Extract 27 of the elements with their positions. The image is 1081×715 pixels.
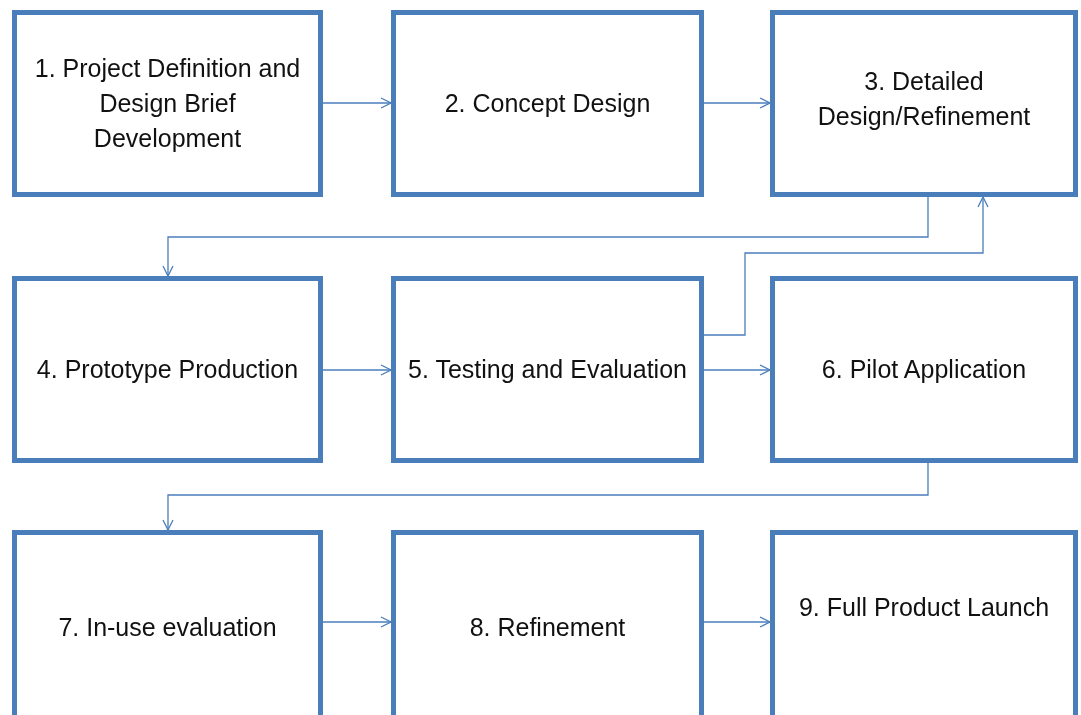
- process-box: [391, 530, 704, 715]
- process-box: [770, 10, 1078, 197]
- step-label: 2. Concept Design: [444, 88, 651, 119]
- process-box: [391, 276, 704, 463]
- process-box: [12, 10, 323, 197]
- step-label: 7. In-use evaluation: [58, 612, 277, 643]
- arrow: [322, 364, 392, 376]
- arrow: [703, 196, 989, 336]
- step-label: 3. Detailed Design/Refinement: [816, 65, 1032, 132]
- process-box: [12, 276, 323, 463]
- arrow: [703, 616, 771, 628]
- arrow: [703, 364, 771, 376]
- step-label: 5. Testing and Evaluation: [408, 354, 687, 385]
- arrow: [322, 616, 392, 628]
- arrow: [322, 97, 392, 109]
- process-box: [770, 530, 1078, 715]
- step-label: 9. Full Product Launch: [798, 592, 1050, 623]
- arrow: [703, 97, 771, 109]
- step-label: 4. Prototype Production: [36, 354, 299, 385]
- step-label: 1. Project Definition and Design Brief Development: [33, 53, 302, 154]
- arrow: [162, 196, 929, 277]
- process-box: [770, 276, 1078, 463]
- process-box: [391, 10, 704, 197]
- step-label: 8. Refinement: [469, 612, 626, 643]
- arrow: [162, 462, 929, 531]
- step-label: 6. Pilot Application: [821, 354, 1027, 385]
- process-box: [12, 530, 323, 715]
